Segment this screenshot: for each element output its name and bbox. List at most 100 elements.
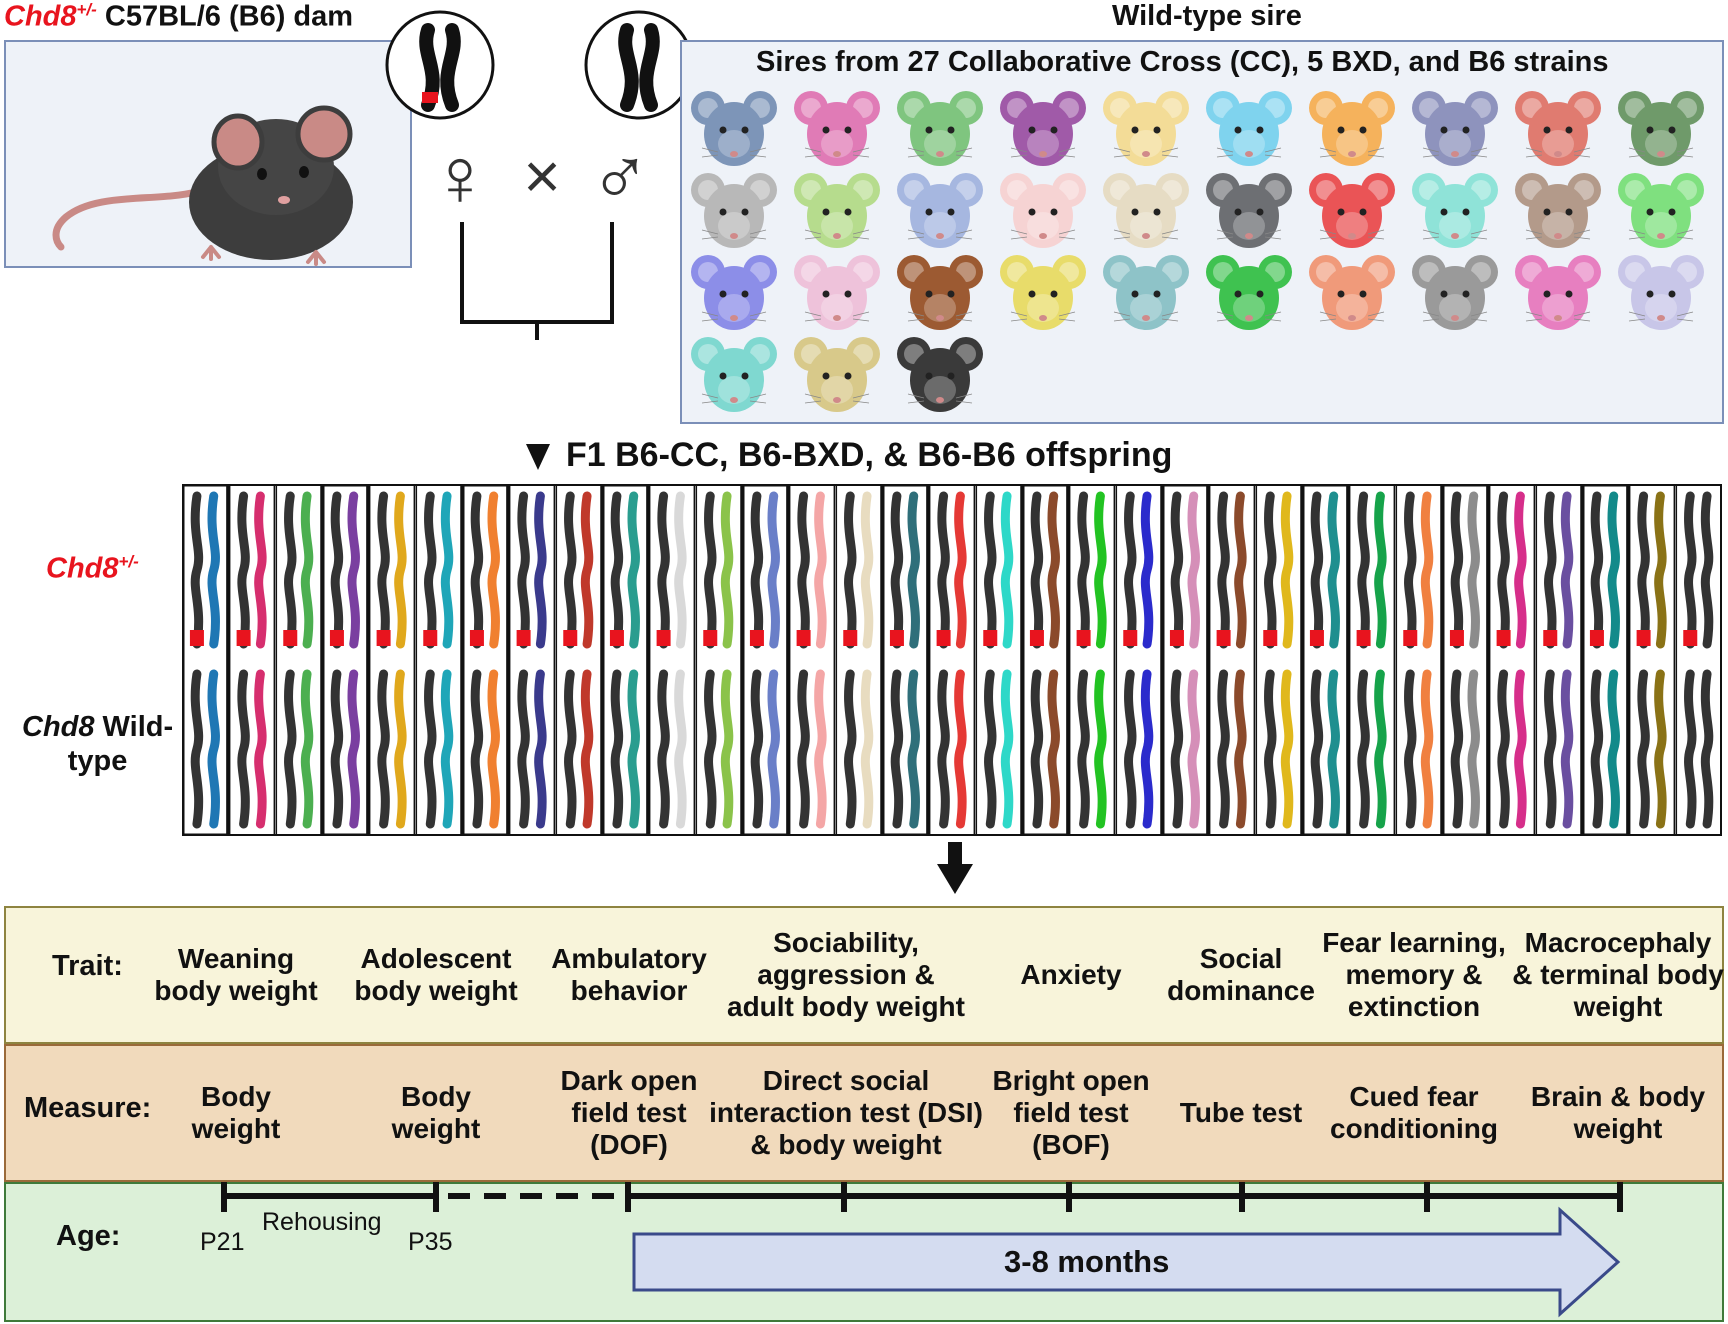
trait-line: behavior — [570, 975, 688, 1006]
chd8-mutation-mark — [1543, 630, 1558, 646]
chromosome — [1590, 491, 1604, 649]
male-symbol: ♂ — [589, 132, 651, 223]
chromosome — [627, 669, 640, 829]
trait-label: Trait: — [52, 950, 123, 982]
sire-subtitle: Sires from 27 Collaborative Cross (CC), … — [756, 46, 1609, 78]
chromosome — [580, 491, 594, 649]
offspring-pair-box — [1348, 484, 1396, 836]
measure-line: weight — [1573, 1113, 1663, 1144]
chromosome — [1420, 669, 1434, 829]
trait-line: Social — [1199, 943, 1283, 974]
female-symbol: ♀ — [429, 132, 491, 223]
offspring-pair-box — [461, 484, 510, 836]
chromosome — [1514, 491, 1527, 649]
offspring-pair-box — [228, 484, 276, 836]
sire-mouse-icon — [1515, 91, 1601, 166]
down-arrow-2 — [937, 842, 973, 894]
cross-symbol: × — [523, 140, 560, 212]
trait-line: extinction — [1347, 991, 1481, 1022]
trait-cell: Fear learning,memory &extinction — [1322, 927, 1506, 1023]
chd8-mutation-mark — [1403, 630, 1418, 646]
offspring-pair-box — [555, 484, 602, 836]
chromosome — [1310, 491, 1324, 649]
wt-gene: Chd8 — [22, 711, 95, 743]
chromosome — [424, 669, 437, 829]
chromosome — [1404, 491, 1417, 649]
chromosome — [1124, 669, 1137, 829]
chromosome — [470, 491, 484, 649]
chromosome — [907, 491, 920, 649]
chd8-mutation-mark — [563, 630, 578, 646]
measure-line: field test — [1013, 1097, 1129, 1128]
age-p21: P21 — [200, 1228, 245, 1256]
chd8-mutation-mark — [1309, 630, 1324, 646]
chromosome — [797, 491, 810, 649]
offspring-pair-box — [1395, 484, 1442, 836]
chromosome — [674, 669, 687, 829]
chd8-mutation-mark — [1496, 630, 1511, 646]
chd8-mutation-mark — [889, 630, 904, 646]
chd8-mutation-mark — [1356, 630, 1371, 646]
chd8-mutation-mark — [749, 630, 764, 646]
offspring-pair-box — [601, 484, 650, 836]
chromosome — [1637, 669, 1650, 829]
chromosome — [1094, 669, 1107, 829]
dam-chromosome-icon — [419, 23, 461, 112]
chromosome — [1560, 669, 1574, 829]
chromosome — [907, 669, 920, 829]
trait-line: Ambulatory — [551, 943, 707, 974]
chromosome — [1450, 669, 1464, 829]
chromosome — [1280, 491, 1294, 649]
measure-label: Measure: — [24, 1092, 152, 1124]
chromosome — [1637, 491, 1650, 649]
sire-mouse-icon — [1515, 255, 1601, 330]
chromosome — [1000, 669, 1014, 829]
measure-line: Brain & body — [1530, 1081, 1706, 1112]
chromosome — [564, 491, 577, 649]
chromosome — [1700, 491, 1714, 649]
chromosome — [190, 669, 204, 829]
chromosome — [580, 669, 594, 829]
chromosome — [237, 491, 250, 649]
trait-line: adult body weight — [727, 991, 965, 1022]
chromosome — [1327, 669, 1340, 829]
chd8-mutation-mark — [936, 630, 951, 646]
chromosome — [1420, 491, 1434, 649]
chromosome — [844, 491, 857, 649]
trait-line: weight — [1573, 991, 1663, 1022]
measure-line: (DOF) — [590, 1129, 668, 1160]
chromosome — [330, 669, 344, 829]
chromosome — [377, 669, 390, 829]
chromosome — [1560, 491, 1574, 649]
chd8-mutation-mark — [469, 630, 484, 646]
chromosome — [330, 491, 344, 649]
sire-mouse-icon — [897, 173, 983, 248]
chromosome — [487, 669, 500, 829]
offspring-pair-box — [928, 484, 976, 836]
chd8-mutation-mark — [283, 630, 298, 646]
wt-label: Chd8 Wild- type — [22, 710, 173, 778]
sire-mouse-icon — [897, 255, 983, 330]
chromosome — [937, 491, 950, 649]
chromosome — [424, 491, 437, 649]
chromosome — [394, 491, 407, 649]
offspring-pair-box — [1581, 484, 1630, 836]
chromosome — [190, 491, 204, 649]
chromosome — [1590, 669, 1604, 829]
chromosome — [254, 669, 267, 829]
sire-mouse-icon — [897, 337, 983, 412]
chromosome — [627, 491, 640, 649]
months-arrow — [632, 1206, 1621, 1318]
chromosome — [984, 669, 997, 829]
offspring-pair-box — [415, 484, 462, 836]
sire-box: Sires from 27 Collaborative Cross (CC), … — [680, 40, 1724, 424]
chromosome — [1374, 491, 1387, 649]
chromosome — [1684, 491, 1697, 649]
chromosome — [284, 669, 297, 829]
chromosome — [1327, 491, 1340, 649]
offspring-chromosomes — [182, 484, 1722, 836]
offspring-pair-box — [648, 484, 696, 836]
